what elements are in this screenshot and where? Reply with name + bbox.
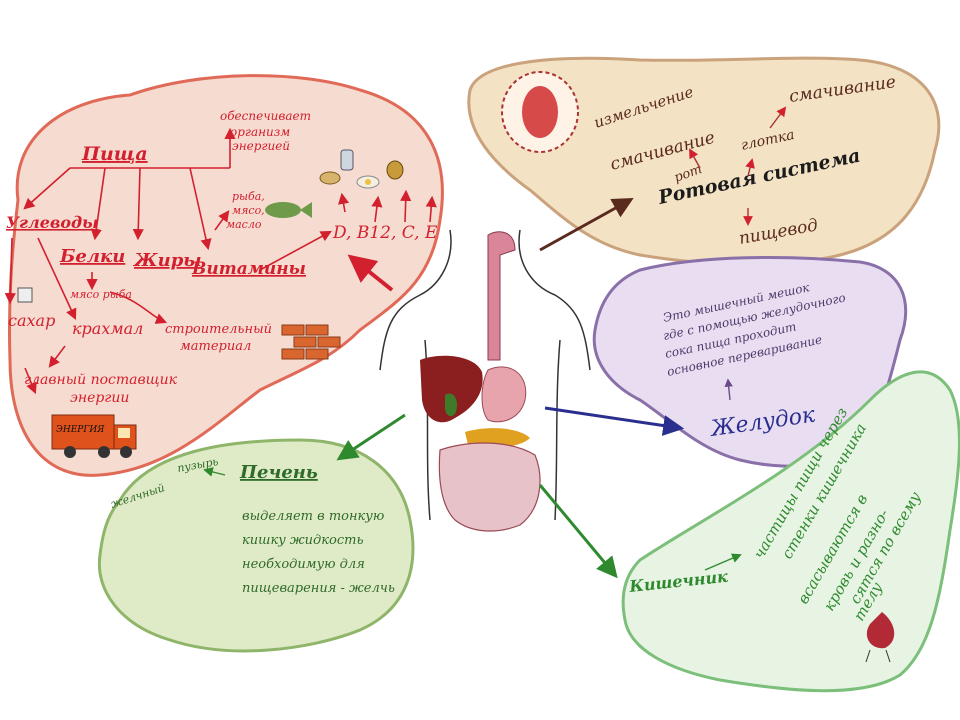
fish-meat-oil-line2: мясо, (232, 204, 265, 217)
mouth-arrows (689, 106, 787, 226)
starch-label: крахмал (72, 319, 143, 338)
stomach-shape (481, 366, 527, 423)
gallbladder-shape (444, 393, 458, 417)
liver-title: Печень (239, 462, 318, 483)
food-icons (319, 149, 404, 189)
meat-fish-label: мясо рыба (70, 288, 132, 301)
arrow-to-food (347, 254, 394, 292)
food-tree-lines (4, 127, 437, 395)
fish-drawing (265, 202, 312, 218)
proteins-label: Белки (59, 246, 125, 267)
vitamins-label: Витамины (191, 259, 306, 279)
liver-cloud (97, 438, 415, 653)
mouth-cloud (467, 56, 941, 266)
intestines-shape (438, 442, 541, 532)
building-material-line1: строительный (165, 322, 272, 337)
blood-drop-drawing (865, 612, 895, 663)
arrow-to-stomach (544, 406, 685, 436)
food-section: Пища обеспечивает организм энергией Угле… (6, 109, 438, 406)
truck-label: ЭНЕРГИЯ (56, 425, 105, 435)
energy-supplier-line1: главный поставщик (24, 372, 178, 388)
intestine-cloud (621, 370, 960, 693)
liver-inner-arrow (203, 467, 226, 477)
sugar-icon (17, 287, 33, 303)
food-title: Пища (81, 143, 148, 165)
food-provides-line1: обеспечивает (220, 109, 311, 123)
energy-truck-drawing: ЭНЕРГИЯ (51, 414, 137, 458)
digestive-organs (420, 231, 541, 532)
mouth-drawing (501, 71, 579, 153)
fish-meat-oil-line3: масло (226, 218, 262, 231)
liver-shape (420, 355, 483, 423)
liver-section: Печень желчный пузырь выделяет в тонкую … (109, 455, 395, 596)
stomach-inner-arrow (724, 378, 733, 401)
food-provides-line2: организм (230, 125, 290, 139)
vitamin-list: D, B12, C, E (332, 223, 438, 243)
liver-desc-line4: пищеварения - желчь (242, 581, 395, 596)
carbs-label: Углеводы (6, 213, 98, 232)
bricks-drawing (281, 324, 341, 360)
arrow-to-intestine (538, 484, 618, 579)
building-material-line2: материал (180, 339, 251, 354)
liver-desc-line1: выделяет в тонкую (242, 509, 384, 524)
arrow-to-liver (336, 413, 406, 461)
liver-desc-line3: необходимую для (242, 557, 365, 572)
liver-desc-line2: кишку жидкость (242, 533, 364, 548)
fish-meat-oil-line1: рыба, (232, 190, 265, 203)
intestine-inner-arrow (704, 553, 742, 571)
food-provides-line3: энергией (232, 139, 290, 153)
energy-supplier-line2: энергии (70, 390, 129, 406)
fats-label: Жиры (132, 250, 202, 271)
esophagus-tube (487, 231, 516, 361)
arrow-to-mouth (539, 197, 634, 252)
sugar-label: сахар (8, 311, 55, 330)
